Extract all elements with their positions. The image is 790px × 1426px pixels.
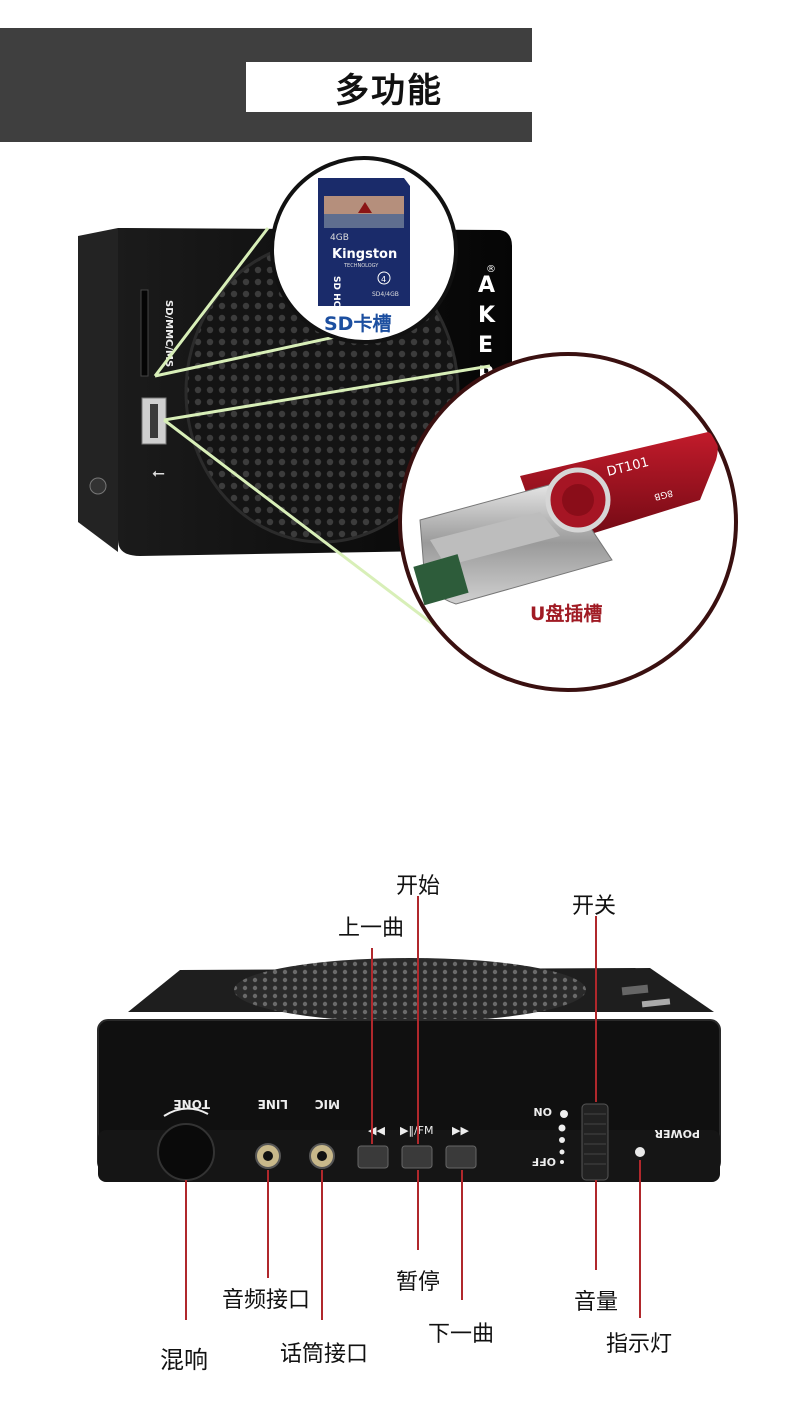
label-volume: 音量 (574, 1290, 619, 1315)
brand-letter-e: E (478, 333, 493, 358)
label-prev: 上一曲 (338, 916, 405, 941)
sd-caption: SD卡槽 (324, 312, 391, 335)
top-product-illustration: SD/MMC/MS ⭠ A K E R ® 4GB Kingston TECHN… (78, 156, 738, 692)
next-button[interactable] (445, 1145, 477, 1169)
prev-button[interactable] (357, 1145, 389, 1169)
usb-caption: U盘插槽 (530, 602, 602, 625)
label-pause: 暂停 (396, 1270, 441, 1295)
sd-logo: SD HC (331, 276, 341, 308)
panel-off-label: OFF (532, 1155, 556, 1168)
label-mic-in: 话筒接口 (280, 1342, 369, 1367)
label-switch: 开关 (572, 894, 617, 919)
label-audio-in: 音频接口 (222, 1288, 311, 1313)
next-button-icon: ▶▶ (452, 1124, 469, 1137)
panel-tone-label: TONE (173, 1097, 210, 1111)
panel-mic-label: MIC (315, 1097, 340, 1111)
label-start: 开始 (396, 874, 441, 899)
prev-button-icon: ◀◀ (368, 1124, 385, 1137)
bottom-product-illustration: TONE LINE MIC ◀◀ ▶‖/FM ▶▶ ON OFF POWER (97, 896, 721, 1320)
panel-power-label: POWER (654, 1127, 700, 1140)
label-indicator: 指示灯 (606, 1332, 673, 1357)
sd-slot-side-label: SD/MMC/MS (163, 300, 174, 367)
sd-brand: Kingston (332, 247, 397, 262)
power-indicator-led (635, 1147, 645, 1157)
volume-wheel[interactable] (581, 1103, 609, 1181)
volume-dots (558, 1110, 568, 1164)
sd-card-zoom: 4GB Kingston TECHNOLOGY SD HC 4 SD4/4GB … (270, 156, 458, 344)
usb-capacity: 8GB (653, 487, 674, 501)
tone-knob[interactable] (157, 1123, 215, 1181)
brand-letter-k: K (478, 303, 496, 328)
header-title: 多功能 (335, 70, 443, 111)
registered-mark: ® (486, 264, 496, 275)
label-reverb: 混响 (160, 1346, 208, 1374)
panel-line-label: LINE (258, 1097, 288, 1111)
sd-slot (140, 289, 149, 377)
sd-model: SD4/4GB (372, 291, 399, 298)
panel-on-label: ON (533, 1105, 552, 1118)
red-callout-lines (185, 896, 641, 1320)
sd-class: 4 (381, 275, 386, 284)
usb-symbol-icon: ⭠ (152, 463, 165, 482)
label-next: 下一曲 (428, 1322, 495, 1347)
brand-letter-a: A (478, 273, 495, 298)
sd-brand-sub: TECHNOLOGY (343, 263, 379, 269)
usb-drive-zoom: DT101 8GB U盘插槽 (398, 352, 738, 692)
sd-capacity: 4GB (330, 233, 349, 243)
panel-play-label: ▶‖/FM (400, 1124, 433, 1137)
header-box: 多功能 (246, 62, 532, 112)
callout-lines (153, 227, 491, 630)
dc-jack (89, 477, 107, 495)
play-pause-button[interactable] (401, 1145, 433, 1169)
top-grill (234, 958, 586, 1022)
